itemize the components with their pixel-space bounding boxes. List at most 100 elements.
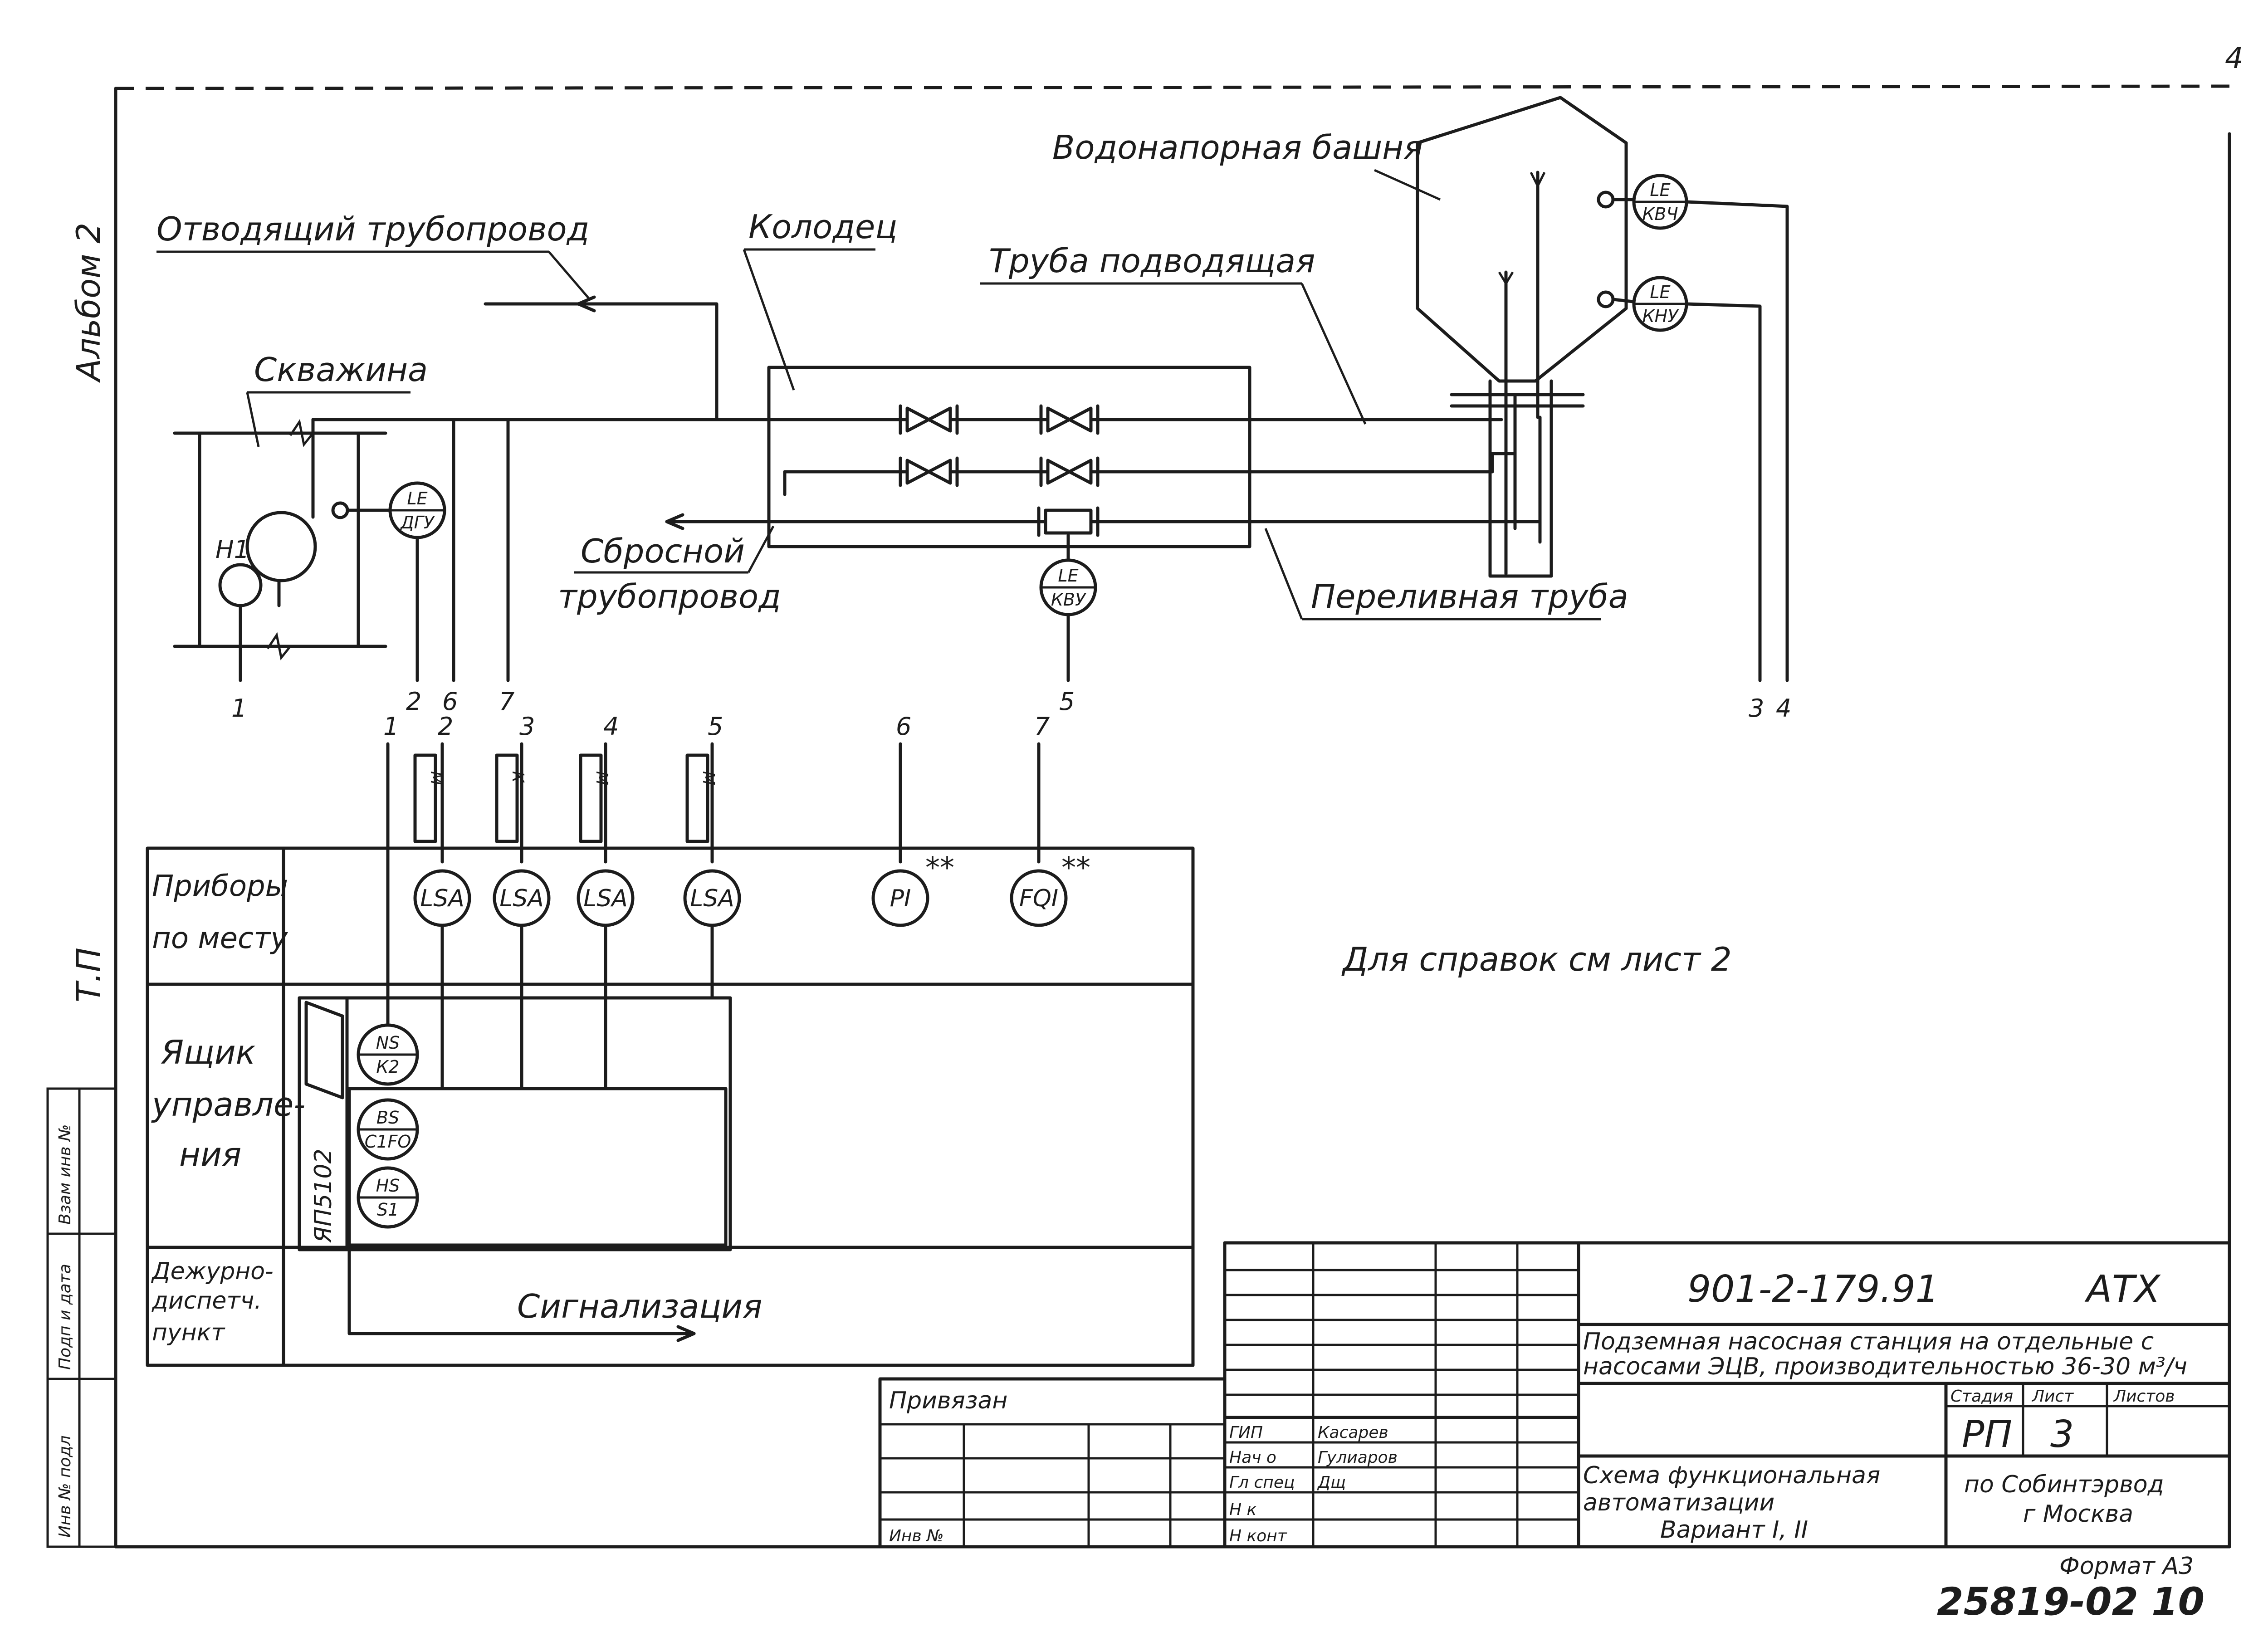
sign-role-3: Гл спец	[1229, 1473, 1295, 1492]
tower-funnel	[1498, 171, 1546, 286]
line-number-1-borehole: 1	[231, 694, 247, 723]
doc-section: АТХ	[2084, 1268, 2161, 1311]
sheet-value: 3	[2050, 1413, 2074, 1456]
left-stamp-column: Взам инв № Подп и дата Инв № подл	[46, 1087, 117, 1548]
discharge-pipeline-label-2: трубопровод	[558, 577, 781, 616]
col-number-6: 6	[896, 712, 911, 741]
sign-name-1: Касарев	[1318, 1423, 1388, 1442]
line-number-7-mid: 7	[499, 687, 514, 716]
drawing-title-3: Вариант I, II	[1660, 1516, 1808, 1544]
col-number-7: 7	[1034, 712, 1050, 741]
signaling-line	[347, 1243, 696, 1335]
attached-label: Привязан	[889, 1387, 1007, 1414]
outlet-pipeline-line	[484, 302, 719, 421]
line-number-4: 4	[1776, 694, 1791, 723]
project-title-1: Подземная насосная станция на отдельные …	[1583, 1328, 2154, 1355]
borehole-break-top	[289, 419, 314, 447]
reference-note: Для справок см лист 2	[1341, 940, 1732, 978]
valve-2	[1039, 404, 1100, 435]
row-duty-label-1: Дежурно-	[151, 1258, 274, 1285]
water-tower-leader	[1374, 169, 1441, 201]
sign-role-1: ГИП	[1229, 1423, 1263, 1442]
borehole-label: Скважина	[254, 351, 428, 389]
tower-tap-bottom-line	[1611, 298, 1635, 303]
sheet-header: Лист	[2031, 1387, 2074, 1406]
col-number-1: 1	[383, 712, 399, 741]
relay-label-2: К	[508, 771, 527, 783]
sign-role-5: Н конт	[1229, 1527, 1287, 1545]
instrument-le-knu-sub: КНУ	[1642, 306, 1680, 326]
chamber-box	[767, 366, 1251, 548]
tower-tap-top	[1597, 191, 1615, 209]
album-label: Альбом 2	[69, 223, 108, 383]
signaling-label: Сигнализация	[517, 1287, 762, 1325]
chamber-leader	[743, 249, 795, 391]
instrument-lsa-4-label: LSA	[690, 885, 734, 912]
instrument-pi-marker: **	[925, 851, 954, 885]
line-number-3: 3	[1749, 694, 1764, 723]
pump-label: Н1	[215, 535, 249, 564]
signaling-arrow	[676, 1325, 696, 1342]
stage-header: Стадия	[1950, 1387, 2013, 1406]
water-tower-tank	[1416, 96, 1628, 383]
instrument-le-kvch-sub: КВЧ	[1642, 204, 1678, 224]
valve-1	[899, 404, 959, 435]
sign-name-2: Гулиаров	[1318, 1448, 1398, 1467]
discharge-pipeline-label-1: Сбросной	[581, 532, 745, 570]
drawing-title-1: Схема функциональная	[1583, 1462, 1880, 1489]
col-number-5: 5	[708, 712, 723, 741]
control-box-device-inner	[304, 1001, 344, 1099]
relay-box-4	[685, 753, 709, 843]
supply-pipe-leader	[1300, 283, 1367, 425]
row-local-label-2: по месту	[152, 922, 288, 955]
outlet-pipeline-leader	[548, 251, 591, 300]
water-tower-label: Водонапорная башня	[1052, 128, 1423, 166]
instrument-lsa-1-label: LSA	[420, 885, 464, 912]
relay-box-1	[413, 753, 437, 843]
instrument-fqi-label: FQI	[1019, 885, 1058, 912]
instrument-bs-c1fo-code: BS	[376, 1108, 399, 1128]
relay-box-3	[579, 753, 603, 843]
title-block	[1223, 1241, 2231, 1549]
relay-box-2	[495, 753, 519, 843]
doc-code: 901-2-179.91	[1687, 1268, 1939, 1311]
col-number-4: 4	[603, 712, 619, 741]
borehole-tap	[331, 501, 349, 519]
overflow-leader	[1264, 528, 1303, 620]
sheets-header: Листов	[2113, 1387, 2175, 1406]
row-box-label-3: ния	[179, 1135, 241, 1173]
tp-label: Т.П	[69, 948, 108, 1002]
relay-label-3: М	[592, 771, 611, 785]
control-box-device	[298, 996, 349, 1251]
row-local-label-1: Приборы	[152, 870, 288, 903]
attached-block	[878, 1377, 1227, 1549]
tower-signal-line-4	[1685, 200, 1789, 682]
sign-role-4: Н к	[1229, 1500, 1257, 1519]
format-label: Формат А3	[2059, 1553, 2194, 1580]
instrument-ns-k2-code: NS	[376, 1033, 400, 1053]
instrument-le-kvch-code: LE	[1650, 180, 1670, 200]
sign-name-3: Дщ	[1317, 1473, 1346, 1492]
sheet-top-border	[115, 84, 2232, 90]
line-number-2-dgu: 2	[406, 687, 421, 716]
flow-meter-element	[1037, 506, 1100, 537]
discharge-arrow	[665, 513, 684, 530]
outlet-pipeline-label: Отводящий трубопровод	[156, 210, 589, 248]
chamber-label: Колодец	[748, 208, 897, 246]
tower-tap-bottom	[1597, 290, 1615, 308]
instrument-bs-c1fo-sub: С1FО	[365, 1132, 411, 1152]
instrument-le-dgu-sub: ДГУ	[400, 513, 435, 533]
project-title-2: насосами ЭЦВ, производительностью 36-30 …	[1583, 1353, 2187, 1380]
valve-4	[1039, 456, 1100, 487]
instrument-fqi-marker: **	[1061, 851, 1090, 885]
discharge-leader	[747, 525, 775, 573]
supply-pipe-label: Труба подводящая	[989, 242, 1315, 280]
instrument-lsa-3-label: LSA	[583, 885, 628, 912]
col-number-2: 2	[438, 712, 453, 741]
line-number-5-kvu: 5	[1059, 687, 1075, 716]
instrument-le-knu-code: LE	[1650, 282, 1670, 302]
control-box-bus	[347, 1087, 728, 1247]
col-number-3: 3	[519, 712, 535, 741]
pump-circle	[218, 563, 263, 607]
